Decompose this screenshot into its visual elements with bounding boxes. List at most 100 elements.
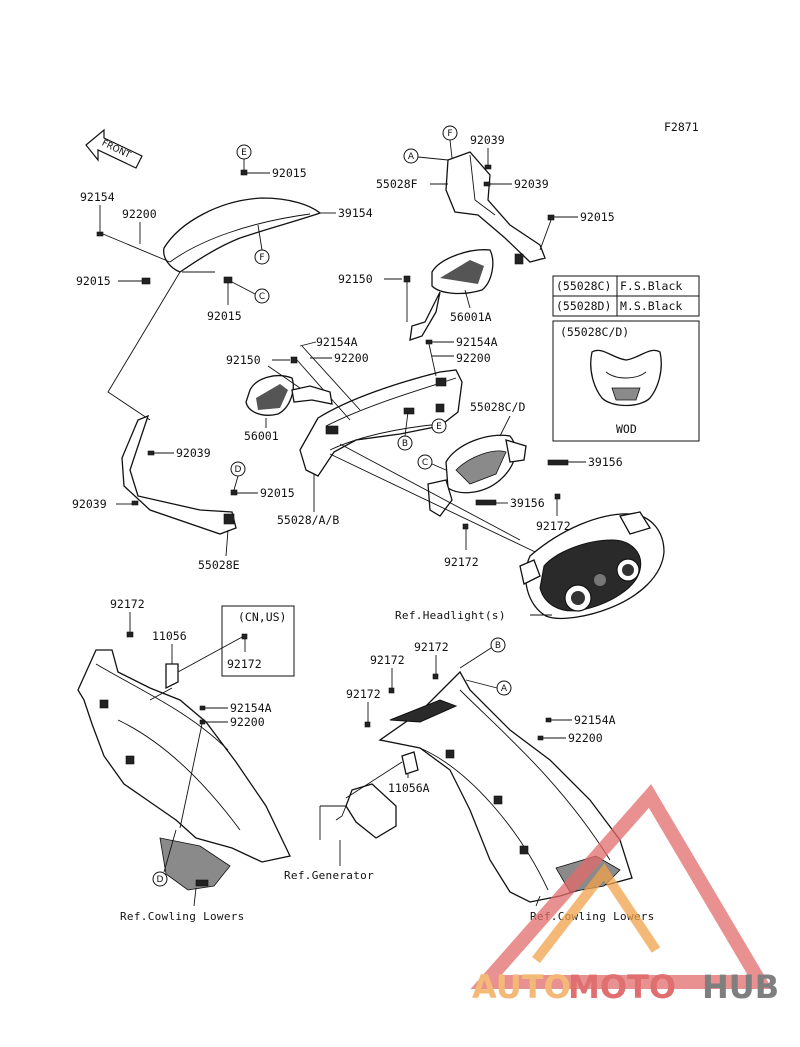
label-92150-right: 92150 bbox=[338, 272, 373, 286]
screw-92200-low bbox=[199, 719, 206, 725]
watermark-moto: MOTO bbox=[568, 968, 676, 1006]
bolt-92150-right bbox=[403, 275, 411, 283]
marker-c-left-text: C bbox=[259, 292, 265, 302]
label-92154-left: 92154 bbox=[80, 190, 115, 204]
label-56001: 56001 bbox=[244, 429, 279, 443]
label-55028e: 55028E bbox=[198, 558, 240, 572]
label-92172-r3: 92172 bbox=[346, 687, 381, 701]
label-92039-bottom: 92039 bbox=[72, 497, 107, 511]
screw-92154a-right bbox=[425, 339, 433, 345]
label-92200-lowr: 92200 bbox=[568, 731, 603, 745]
label-92015-right: 92015 bbox=[580, 210, 615, 224]
damper-39156-right bbox=[547, 459, 569, 466]
marker-d-low-text: D bbox=[157, 875, 164, 885]
label-92150-left: 92150 bbox=[226, 353, 261, 367]
ref-generator: Ref.Generator bbox=[284, 869, 374, 882]
label-92154a-lowr: 92154A bbox=[574, 713, 616, 727]
label-92015-left: 92015 bbox=[76, 274, 111, 288]
screw-92154 bbox=[96, 231, 104, 237]
generator-cover-part bbox=[335, 783, 397, 839]
screw-92039-top2 bbox=[483, 181, 491, 187]
table-code-2: (55028D) bbox=[556, 299, 611, 313]
label-11056a: 11056A bbox=[388, 781, 430, 795]
label-92172-box: 92172 bbox=[227, 657, 262, 671]
marker-b-low-text: B bbox=[495, 641, 501, 651]
label-92154a-right: 92154A bbox=[456, 335, 498, 349]
screw-92172-left bbox=[126, 631, 134, 638]
marker-a-top bbox=[403, 148, 419, 164]
variant-code: (55028C/D) bbox=[560, 325, 629, 339]
label-92172-r2: 92172 bbox=[370, 653, 405, 667]
label-55028-ab: 55028/A/B bbox=[277, 513, 339, 527]
grommet-92015-lower bbox=[230, 489, 238, 496]
marker-f-bracket-text: F bbox=[447, 129, 452, 139]
bracket-11056a bbox=[401, 751, 419, 775]
marker-b-low bbox=[490, 637, 506, 653]
label-39156-mid: 39156 bbox=[510, 496, 545, 510]
label-92039-lower: 92039 bbox=[176, 446, 211, 460]
side-cowl-left-part bbox=[77, 649, 291, 891]
screw-92039-top1 bbox=[484, 164, 492, 170]
watermark-logo: AUTO MOTO HUB bbox=[470, 784, 779, 1006]
ref-cowling-left: Ref.Cowling Lowers bbox=[120, 910, 245, 923]
watermark-hub: HUB bbox=[702, 968, 779, 1006]
label-92039-top2: 92039 bbox=[514, 177, 549, 191]
label-55028cd: 55028C/D bbox=[470, 400, 525, 414]
screw-92039-lower bbox=[147, 450, 155, 456]
screw-92039-bottom bbox=[131, 500, 139, 506]
color-table bbox=[552, 275, 700, 317]
windscreen-part bbox=[163, 197, 322, 273]
variant-caption: WOD bbox=[616, 422, 637, 436]
bracket-11056 bbox=[165, 663, 179, 690]
marker-d-low bbox=[152, 871, 168, 887]
meter-cover-part bbox=[427, 434, 527, 517]
region-box bbox=[221, 605, 295, 677]
upper-cowl-part bbox=[299, 369, 463, 477]
marker-c-mid bbox=[417, 454, 433, 470]
marker-a-top-text: A bbox=[408, 152, 415, 162]
bolt-92015-top bbox=[240, 169, 248, 176]
screw-92172-r1 bbox=[432, 673, 439, 680]
label-92200-mid: 92200 bbox=[334, 351, 369, 365]
marker-a-low-text: A bbox=[501, 684, 508, 694]
table-code-1: (55028C) bbox=[556, 279, 611, 293]
label-92039-top1: 92039 bbox=[470, 133, 505, 147]
screw-92172-a bbox=[554, 493, 561, 500]
headlight-assembly bbox=[519, 511, 665, 620]
label-92172-left: 92172 bbox=[110, 597, 145, 611]
table-color-2: M.S.Black bbox=[620, 299, 682, 313]
front-arrow-icon: FRONT bbox=[85, 128, 143, 169]
label-11056: 11056 bbox=[152, 629, 187, 643]
label-92015-top: 92015 bbox=[272, 166, 307, 180]
inner-panel-55028e-part bbox=[121, 414, 237, 535]
screw-92200-lowr bbox=[537, 735, 544, 741]
label-56001a: 56001A bbox=[450, 310, 492, 324]
marker-e-mid bbox=[431, 418, 447, 434]
variant-cover-part bbox=[590, 349, 662, 407]
label-92154a-low: 92154A bbox=[230, 701, 272, 715]
grommet-92015-mid bbox=[223, 276, 233, 284]
label-39156-right: 39156 bbox=[588, 455, 623, 469]
grommet-92015-left bbox=[141, 277, 151, 285]
label-39154: 39154 bbox=[338, 206, 373, 220]
figure-id: F2871 bbox=[664, 120, 699, 134]
marker-c-left bbox=[254, 288, 270, 304]
marker-f-screen-text: F bbox=[259, 253, 264, 263]
watermark-auto: AUTO bbox=[472, 968, 571, 1006]
label-55028f: 55028F bbox=[376, 177, 418, 191]
table-color-1: F.S.Black bbox=[620, 279, 682, 293]
label-92172-a: 92172 bbox=[536, 519, 571, 533]
region-code: (CN,US) bbox=[238, 610, 286, 624]
label-92015-lower: 92015 bbox=[260, 486, 295, 500]
grommet-92015-right bbox=[547, 214, 555, 221]
variant-box bbox=[552, 320, 700, 442]
label-92015-mid: 92015 bbox=[207, 309, 242, 323]
label-92200-left: 92200 bbox=[122, 207, 157, 221]
marker-e-top-text: E bbox=[241, 148, 247, 158]
label-92172-r1: 92172 bbox=[414, 640, 449, 654]
label-92200-low: 92200 bbox=[230, 715, 265, 729]
marker-e-mid-text: E bbox=[436, 422, 442, 432]
ref-headlight: Ref.Headlight(s) bbox=[395, 609, 506, 622]
label-92172-b: 92172 bbox=[444, 555, 479, 569]
